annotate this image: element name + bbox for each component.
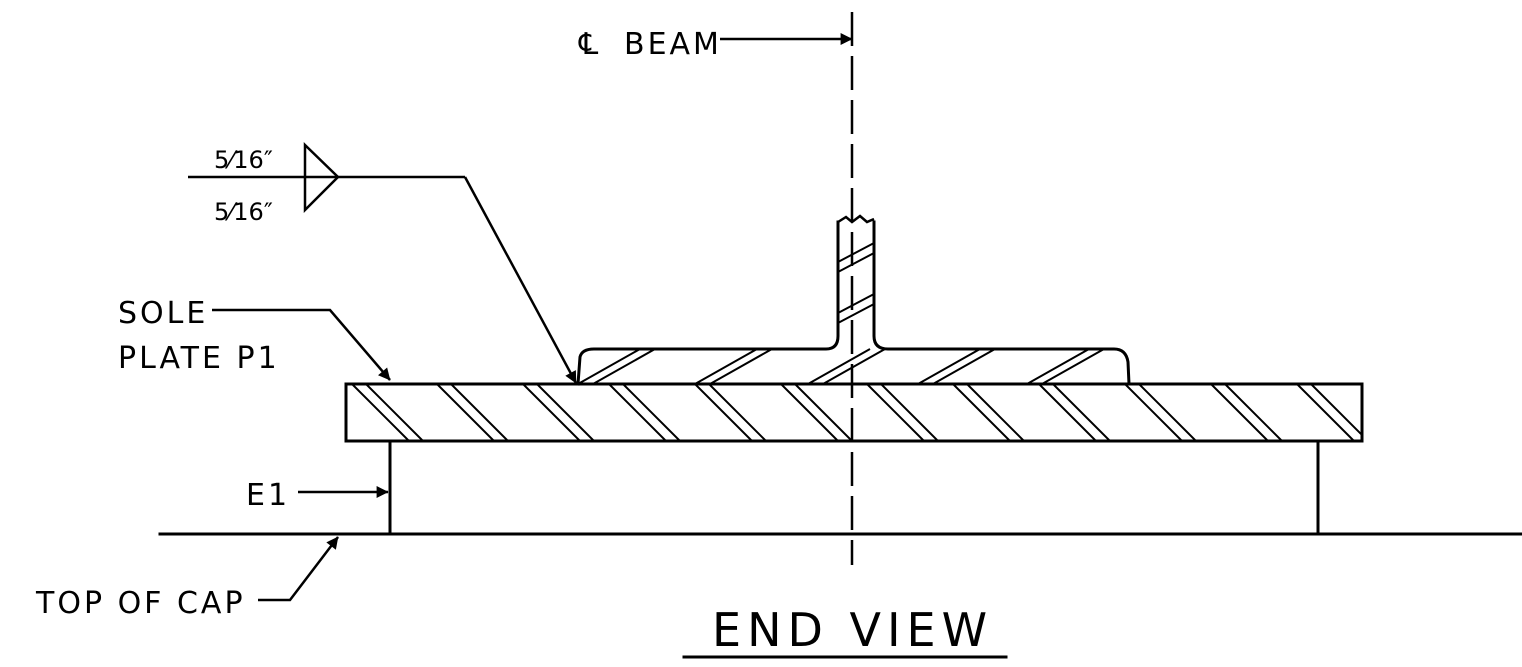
sole-plate-label-line1: SOLE [118, 296, 208, 331]
beam-hatching [578, 242, 1105, 384]
beam-web-break [837, 214, 875, 224]
sole-plate-callout: SOLE PLATE P1 [118, 296, 391, 381]
view-title-text: END VIEW [712, 603, 993, 657]
top-of-cap-label: TOP OF CAP [35, 586, 246, 621]
centerline-beam-callout: ℄ BEAM [578, 27, 853, 62]
e1-callout: E1 [246, 478, 389, 513]
top-of-cap-callout: TOP OF CAP [35, 536, 339, 621]
sole-plate-label-line2: PLATE P1 [118, 341, 280, 376]
beam-section [576, 214, 1131, 386]
view-title: END VIEW [682, 603, 1008, 659]
weld-symbol: 5⁄16″ 5⁄16″ [188, 142, 578, 384]
bearing-e1 [388, 439, 1320, 536]
weld-size-arrow-side: 5⁄16″ [214, 146, 273, 174]
weld-size-other-side: 5⁄16″ [214, 198, 273, 226]
fillet-weld-both-sides-icon [303, 142, 340, 214]
e1-label: E1 [246, 478, 290, 513]
centerline-beam-label: BEAM [624, 27, 722, 62]
sole-plate-hatching [351, 384, 1362, 441]
centerline-symbol: ℄ [578, 27, 601, 62]
sole-plate [344, 382, 1364, 443]
